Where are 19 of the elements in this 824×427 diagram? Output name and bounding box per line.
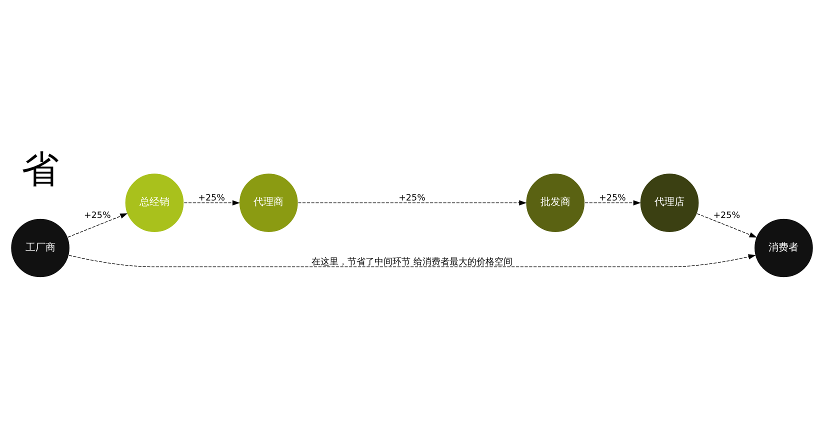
edge-label: +25%: [84, 211, 111, 222]
edge-label: 在这里，节省了中间环节 给消费者最大的价格空间: [312, 257, 512, 268]
node-circle: 批发商: [526, 173, 586, 233]
arrow: [68, 213, 128, 238]
arrow: [184, 200, 240, 206]
node-circle: 消费者: [754, 218, 814, 278]
node-circle: 代理商: [238, 173, 298, 233]
edge-label: +25%: [398, 193, 426, 204]
arrow: [68, 254, 756, 268]
node-circle: 总经销: [124, 173, 184, 233]
arrow: [584, 200, 641, 206]
edge-label: +25%: [198, 193, 225, 204]
node-circle: 代理店: [640, 173, 700, 233]
label: 省: [21, 147, 60, 192]
arrow: [696, 213, 757, 238]
node-circle: 工厂商: [10, 218, 70, 278]
edge-label: +25%: [599, 193, 626, 204]
arrow: [298, 200, 527, 206]
edge-label: +25%: [713, 211, 740, 222]
